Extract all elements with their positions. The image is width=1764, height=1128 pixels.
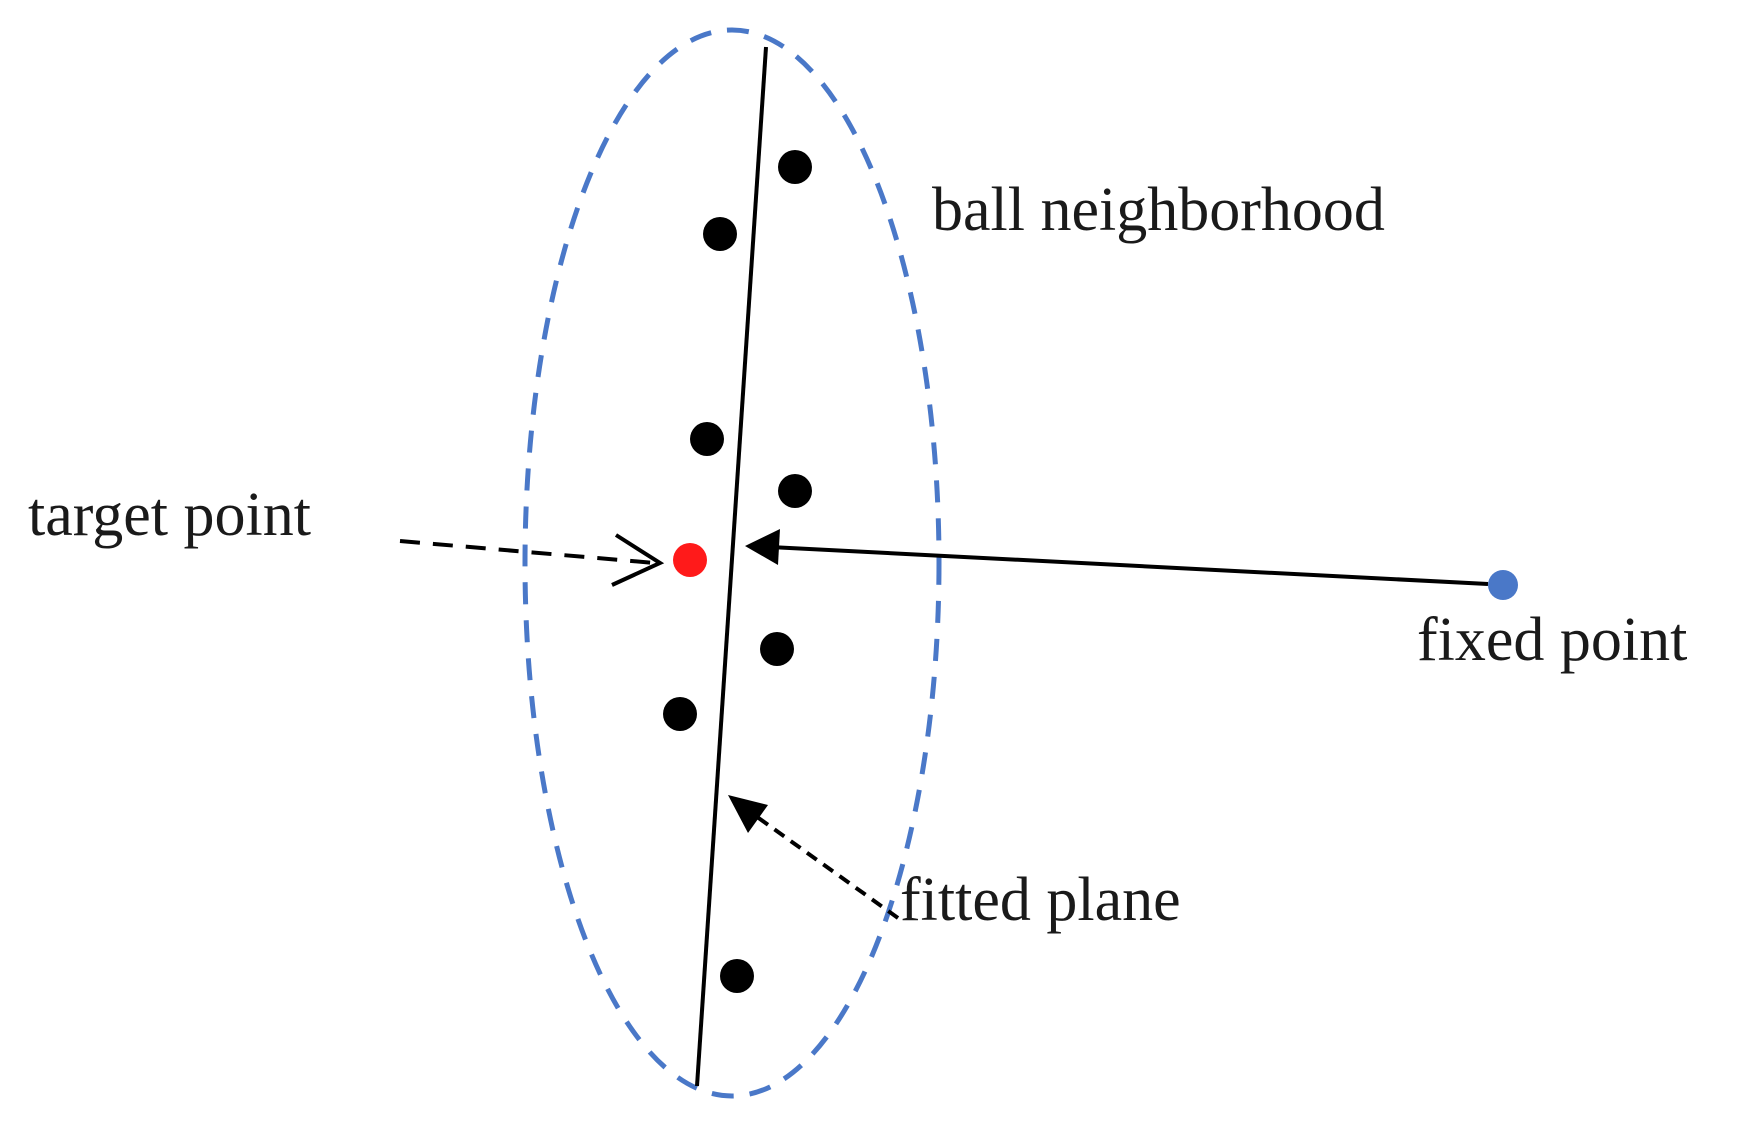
neighbor-point: [690, 422, 724, 456]
target-point-label: target point: [28, 481, 311, 549]
fitted-plane-arrow: [728, 795, 900, 920]
target-point-dot: [673, 543, 707, 577]
neighbor-point: [778, 474, 812, 508]
fitted-plane-line: [695, 46, 768, 1087]
target-point-arrow: [399, 533, 665, 587]
neighbor-points: [663, 150, 812, 993]
fitted-plane-label: fitted plane: [900, 866, 1181, 934]
ball-neighborhood-ellipse: [522, 27, 942, 1099]
neighbor-point: [663, 697, 697, 731]
projection-arrow: [745, 529, 1489, 586]
neighbor-point: [720, 959, 754, 993]
neighbor-point: [703, 217, 737, 251]
fixed-point-label: fixed point: [1417, 606, 1687, 674]
ball-neighborhood-label: ball neighborhood: [932, 176, 1385, 244]
neighbor-point: [778, 150, 812, 184]
fixed-point-dot: [1488, 570, 1518, 600]
neighbor-point: [760, 632, 794, 666]
